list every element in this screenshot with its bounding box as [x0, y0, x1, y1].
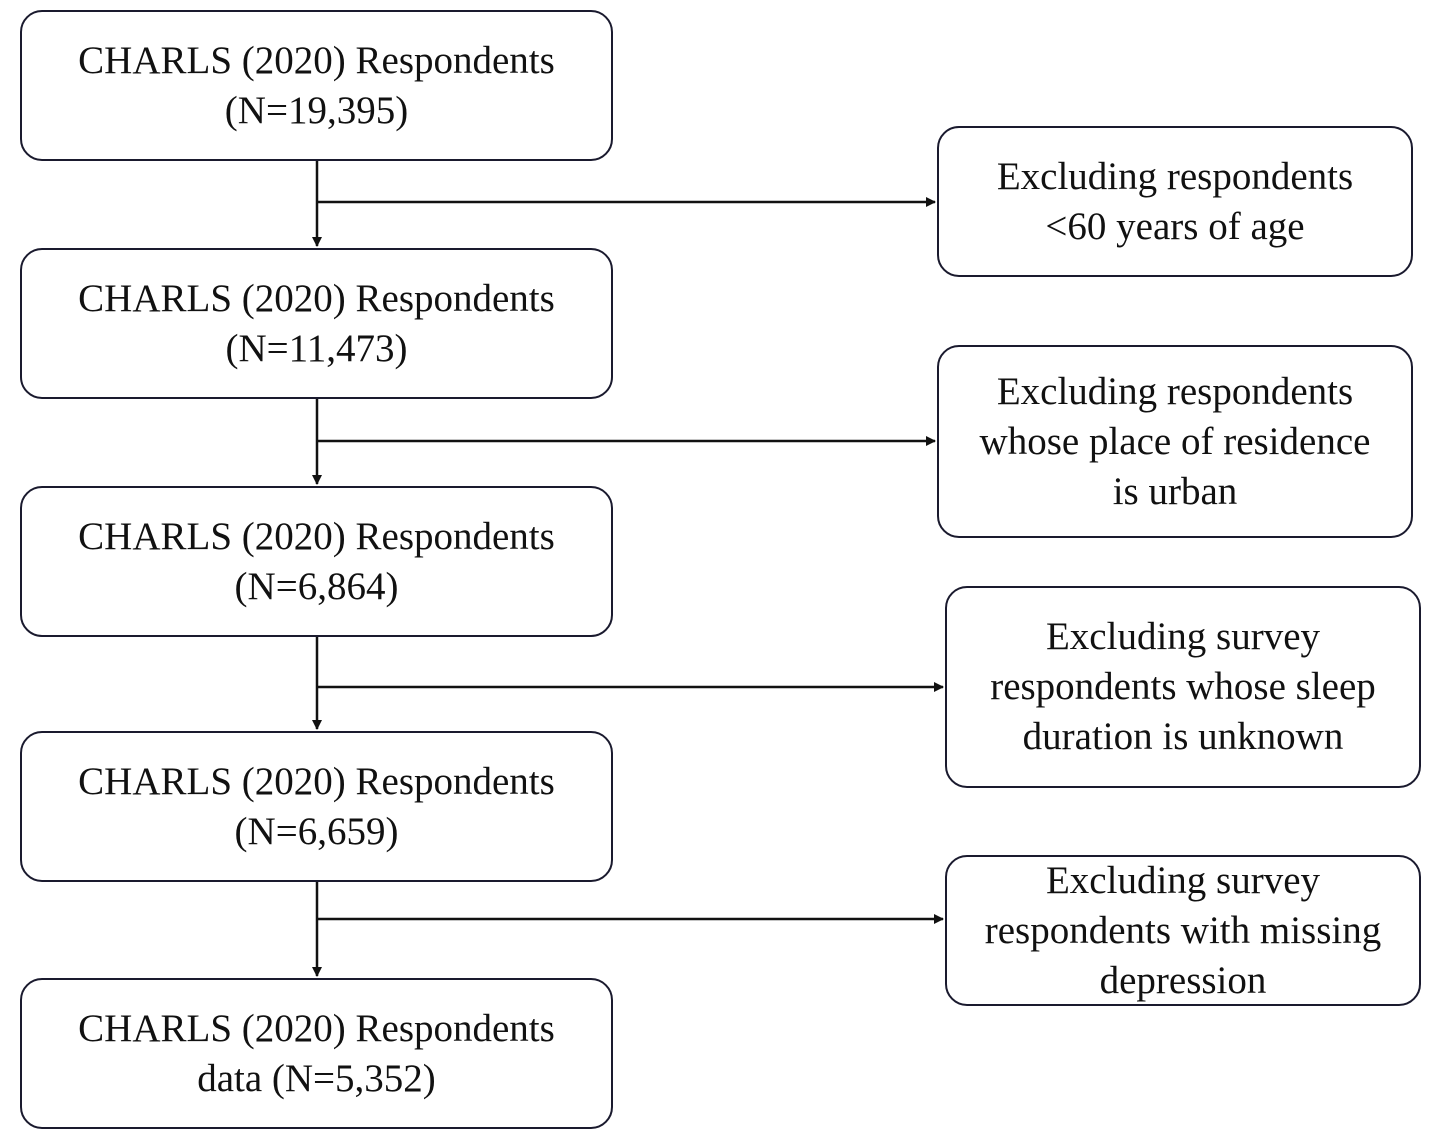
main-box-1-count: (N=19,395)	[224, 88, 409, 132]
main-box-2-title: CHARLS (2020) Respondents	[78, 276, 555, 320]
exclusion-box-residence-line-3: is urban	[1112, 469, 1238, 513]
exclusion-box-depression-line-3: depression	[1099, 958, 1267, 1002]
main-box-2-count: (N=11,473)	[225, 326, 408, 370]
exclusion-box-residence: Excluding respondents whose place of res…	[937, 345, 1413, 538]
exclusion-box-residence-line-1: Excluding respondents	[996, 369, 1354, 413]
main-box-3-count: (N=6,864)	[234, 564, 399, 608]
exclusion-box-depression: Excluding survey respondents with missin…	[945, 855, 1421, 1006]
exclusion-box-age: Excluding respondents <60 years of age	[937, 126, 1413, 277]
main-box-3: CHARLS (2020) Respondents (N=6,864)	[20, 486, 613, 637]
exclusion-box-depression-line-2: respondents with missing	[984, 908, 1382, 952]
main-box-5: CHARLS (2020) Respondents data (N=5,352)	[20, 978, 613, 1129]
exclusion-box-sleep-line-1: Excluding survey	[1045, 615, 1321, 658]
main-box-4-title: CHARLS (2020) Respondents	[78, 759, 555, 803]
main-box-3-title: CHARLS (2020) Respondents	[78, 514, 555, 558]
main-box-5-count: data (N=5,352)	[197, 1056, 436, 1100]
exclusion-box-sleep-line-3: duration is unknown	[1022, 715, 1344, 758]
exclusion-box-age-line-1: Excluding respondents	[996, 154, 1354, 198]
exclusion-box-depression-line-1: Excluding survey	[1045, 858, 1321, 902]
main-box-1: CHARLS (2020) Respondents (N=19,395)	[20, 10, 613, 161]
main-box-2: CHARLS (2020) Respondents (N=11,473)	[20, 248, 613, 399]
main-box-4: CHARLS (2020) Respondents (N=6,659)	[20, 731, 613, 882]
exclusion-box-residence-line-2: whose place of residence	[979, 419, 1371, 463]
exclusion-box-sleep: Excluding survey respondents whose sleep…	[945, 586, 1421, 788]
main-box-5-title: CHARLS (2020) Respondents	[78, 1006, 555, 1050]
exclusion-box-sleep-line-2: respondents whose sleep	[990, 665, 1376, 708]
exclusion-box-age-line-2: <60 years of age	[1045, 204, 1305, 248]
main-box-1-title: CHARLS (2020) Respondents	[78, 38, 555, 82]
main-box-4-count: (N=6,659)	[234, 809, 399, 853]
